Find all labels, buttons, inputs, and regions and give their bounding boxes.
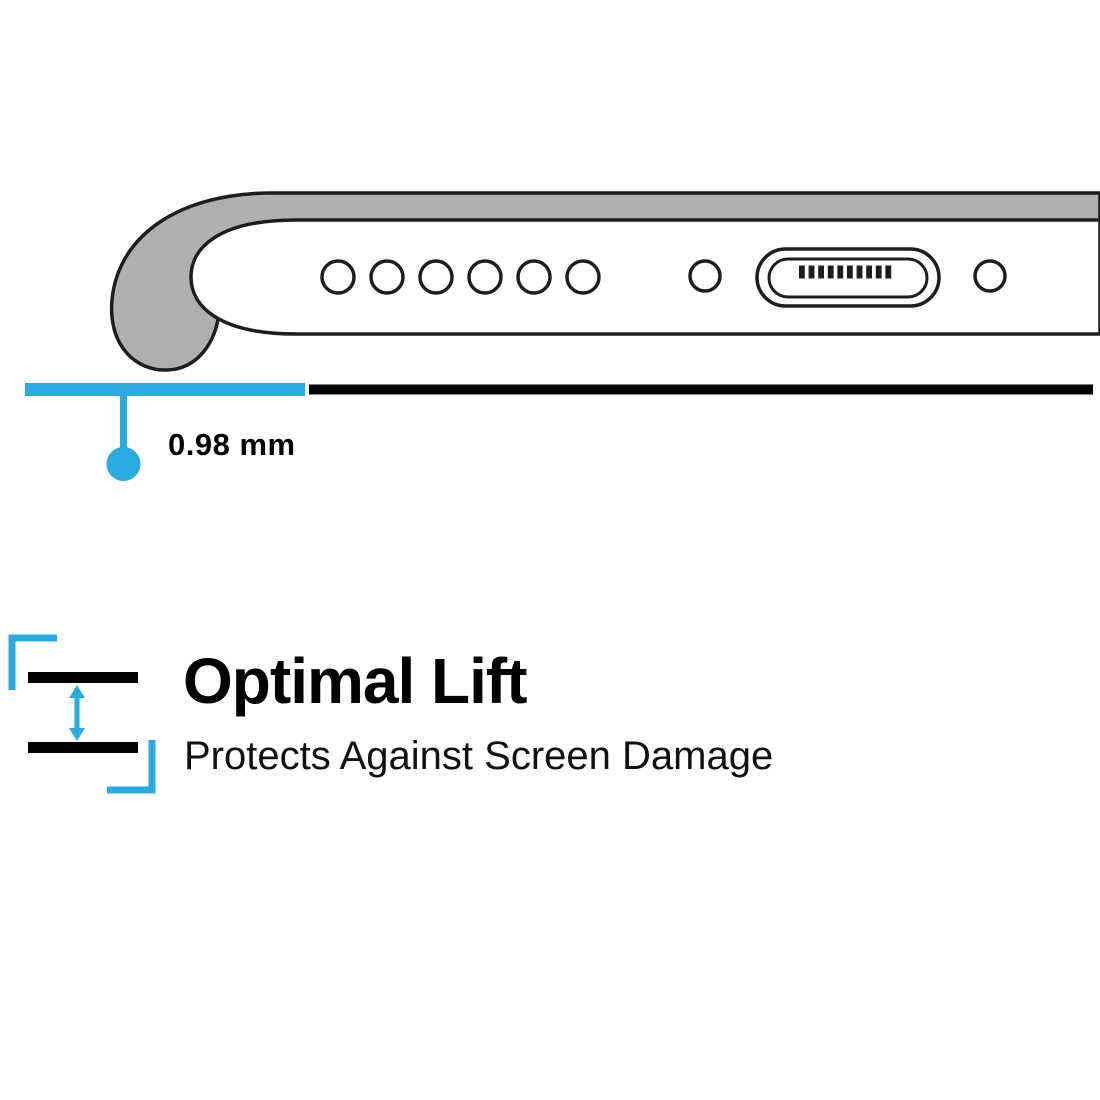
speaker-hole: [467, 259, 503, 295]
bracket-bottom-right: [107, 740, 156, 794]
speaker-holes: [320, 259, 601, 295]
double-arrow-icon: [69, 685, 85, 741]
measurement-label: 0.98 mm: [168, 427, 296, 462]
lift-spacing-icon: [8, 634, 156, 794]
phone-case-illustration: [25, 191, 1100, 481]
screw-hole-left: [688, 259, 722, 293]
feature-title: Optimal Lift: [183, 645, 528, 717]
surface-line-dark: [309, 384, 1093, 395]
measurement-line: [120, 396, 127, 451]
measurement-dot: [106, 447, 141, 481]
speaker-hole: [369, 259, 405, 295]
charging-port: [755, 247, 941, 308]
speaker-hole: [320, 259, 356, 295]
speaker-hole: [418, 259, 454, 295]
port-pin-contacts: [799, 265, 892, 279]
speaker-hole: [516, 259, 552, 295]
surface-line-accent: [25, 383, 305, 396]
feature-subtitle: Protects Against Screen Damage: [184, 734, 774, 778]
screw-hole-right: [973, 259, 1007, 293]
speaker-hole: [565, 259, 601, 295]
screen-bar-top: [28, 672, 138, 683]
bracket-top-left: [8, 634, 57, 690]
screen-bar-bottom: [28, 742, 138, 753]
